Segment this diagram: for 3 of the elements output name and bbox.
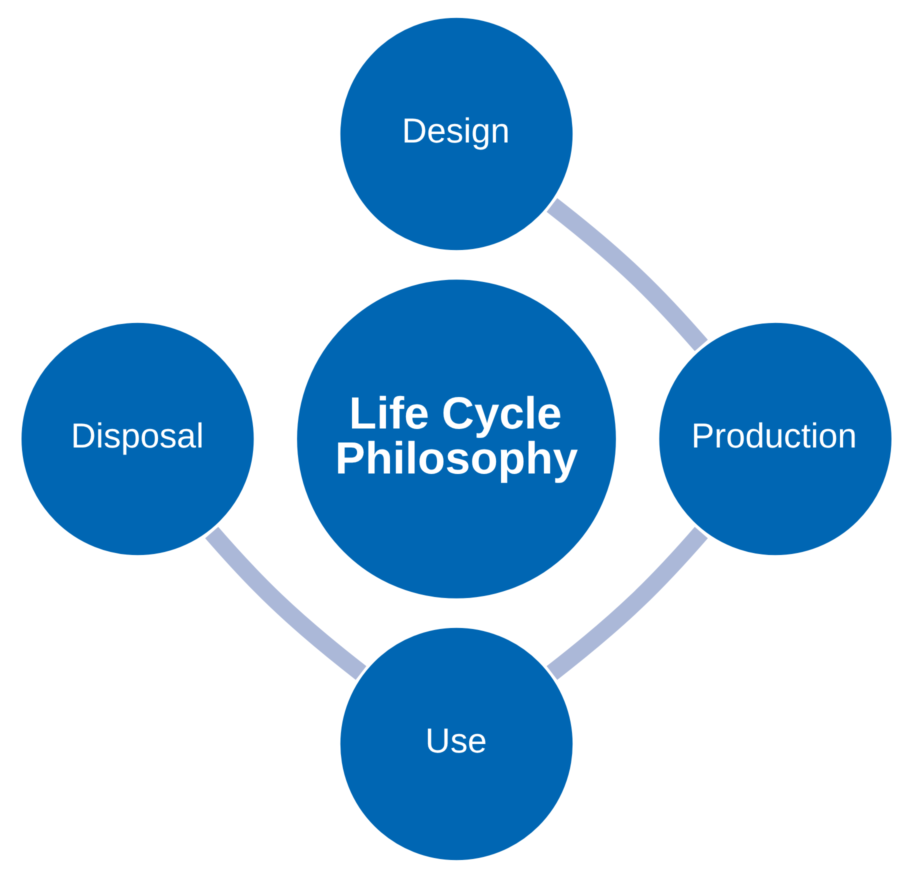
- connector: [546, 526, 708, 680]
- connector: [205, 526, 366, 680]
- connector: [546, 198, 708, 352]
